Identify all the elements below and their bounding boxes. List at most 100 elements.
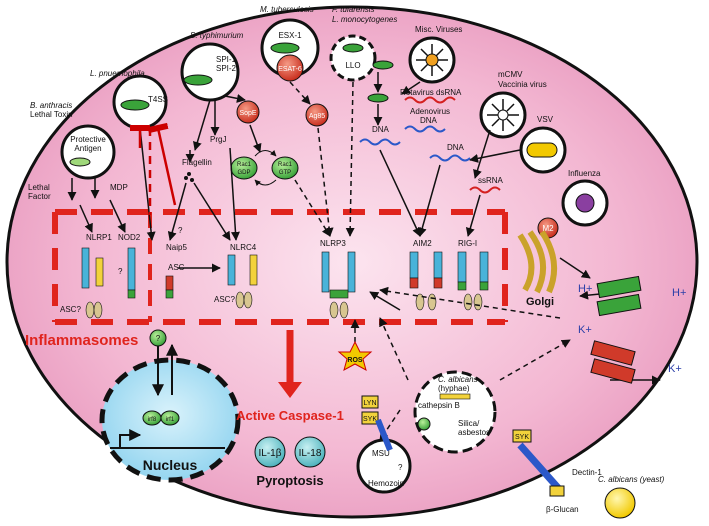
receptor-shapes	[81, 247, 489, 319]
svg-text:ESAT-6: ESAT-6	[278, 66, 302, 73]
aim2-label: AIM2	[413, 239, 432, 248]
ag85-label: Ag85	[309, 113, 325, 120]
inhibition-lines	[130, 122, 177, 215]
h-in-label: H+	[578, 283, 592, 295]
nlrc4-label: NLRC4	[230, 243, 257, 252]
svg-text:T4SS: T4SS	[148, 95, 168, 104]
svg-text:ESX-1: ESX-1	[278, 31, 302, 40]
q1: ?	[118, 267, 123, 276]
pathogen-vsv: VSV	[519, 115, 567, 174]
svg-text:Influenza: Influenza	[568, 169, 601, 178]
cathepsin-label: cathepsin B	[418, 401, 460, 410]
adenovirus-label: Adenovirus	[410, 107, 450, 116]
h-out-label: H+	[672, 287, 686, 299]
rac1-gdp: Rac1 GDP	[230, 156, 258, 180]
k-in-label: K+	[578, 324, 592, 336]
nucleus-label: Nucleus	[143, 457, 198, 473]
msu-label: MSU	[372, 449, 390, 458]
svg-text:L. monocytogenes: L. monocytogenes	[332, 15, 397, 24]
ros-star	[337, 340, 373, 372]
silica-label: Silica/	[458, 419, 480, 428]
svg-text:F. tularensis: F. tularensis	[332, 5, 375, 14]
active-caspase-label: Active Caspase-1	[236, 408, 344, 423]
pyroptosis-label: Pyroptosis	[256, 473, 323, 488]
hyphae-phagosome	[413, 370, 497, 454]
dna2-label: DNA	[447, 143, 465, 152]
svg-text:Factor: Factor	[28, 192, 51, 201]
lethal-factor-label: Lethal	[28, 183, 50, 192]
nod2-label: NOD2	[118, 233, 141, 242]
dna1-label: DNA	[372, 125, 390, 134]
glucan-label: β-Glucan	[546, 505, 579, 514]
asc-q2-label: ASC?	[214, 295, 235, 304]
c-albicans-hyphae-label: C. albicans	[438, 375, 478, 384]
inflammasome-box	[52, 209, 508, 325]
svg-text:Rac1: Rac1	[278, 162, 293, 168]
svg-text:Antigen: Antigen	[74, 144, 101, 153]
svg-text:Rac1: Rac1	[237, 162, 252, 168]
svg-text:(hyphae): (hyphae)	[438, 384, 470, 393]
pathogen-anthrax: Protective Antigen B. anthracis Lethal T…	[30, 101, 116, 180]
pathogen-mcmv: mCMV Vaccinia virus	[479, 70, 547, 139]
pathogen-misc-viruses: Misc. Viruses	[408, 25, 462, 84]
svg-text:L. pnuemophila: L. pnuemophila	[90, 69, 145, 78]
rotavirus-label: Rotavirus dsRNA	[400, 88, 462, 97]
irf8-label: irf8	[148, 417, 157, 423]
q3: ?	[398, 463, 403, 472]
golgi	[517, 230, 558, 294]
svg-text:SPI-2: SPI-2	[216, 64, 237, 73]
q-green: ?	[156, 334, 161, 343]
hemozoin-label: Hemozoin	[368, 479, 404, 488]
dectin-label: Dectin-1	[572, 468, 602, 477]
pathogen-listeria: LLO F. tularensis L. monocytogenes	[329, 5, 397, 82]
pathogen-influenza: Influenza	[561, 169, 609, 227]
golgi-label: Golgi	[526, 296, 554, 308]
c-albicans-yeast-label: C. albicans (yeast)	[598, 475, 665, 484]
asc-q1-label: ASC?	[60, 305, 81, 314]
pathogen-salmonella: SPI-1 SPI-2 S. typhimurium	[180, 31, 244, 102]
ssrna-label: ssRNA	[478, 176, 504, 185]
svg-text:Misc. Viruses: Misc. Viruses	[415, 25, 462, 34]
rigi-label: RIG-I	[458, 239, 477, 248]
yeast	[604, 487, 636, 519]
svg-text:DNA: DNA	[420, 116, 438, 125]
svg-text:SPI-1: SPI-1	[216, 55, 237, 64]
flagellin-label: Flagellin	[182, 158, 212, 167]
pathogen-legionella: T4SS L. pnuemophila	[90, 69, 168, 130]
k-out-label: K+	[668, 363, 682, 375]
pathway-arrows	[67, 72, 661, 441]
mdp-label: MDP	[110, 183, 128, 192]
syk2-label: SYK	[515, 434, 529, 441]
sope-label: SopE	[239, 110, 256, 117]
irf1-label: irf1	[166, 417, 175, 423]
svg-text:Lethal Toxin: Lethal Toxin	[30, 110, 73, 119]
il18-label: IL-18	[299, 448, 322, 459]
naip5-label: Naip5	[166, 243, 187, 252]
nlrp1-label: NLRP1	[86, 233, 112, 242]
svg-text:Vaccinia virus: Vaccinia virus	[498, 80, 547, 89]
svg-text:M. tuberculosis: M. tuberculosis	[260, 5, 314, 14]
svg-text:asbestos: asbestos	[458, 428, 490, 437]
il1b-label: IL-1β	[259, 448, 282, 459]
inflammasomes-label: Inflammasomes	[25, 332, 138, 349]
syk1-label: SYK	[363, 416, 377, 423]
nlrp3-label: NLRP3	[320, 239, 346, 248]
q2: ?	[178, 226, 183, 235]
m2-label: M2	[542, 224, 554, 233]
svg-text:S. typhimurium: S. typhimurium	[190, 31, 244, 40]
lyn-label: LYN	[363, 400, 376, 407]
svg-text:VSV: VSV	[537, 115, 554, 124]
svg-text:mCMV: mCMV	[498, 70, 523, 79]
h-channel	[596, 275, 642, 317]
svg-text:B. anthracis: B. anthracis	[30, 101, 72, 110]
k-channel	[590, 340, 636, 384]
prgj-label: PrgJ	[210, 135, 226, 144]
asc1-label: ASC	[168, 263, 185, 272]
svg-text:GTP: GTP	[279, 170, 291, 176]
ros-label: ROS	[347, 357, 363, 364]
svg-text:LLO: LLO	[345, 61, 360, 70]
svg-text:Protective: Protective	[70, 135, 106, 144]
svg-text:GDP: GDP	[237, 170, 250, 176]
